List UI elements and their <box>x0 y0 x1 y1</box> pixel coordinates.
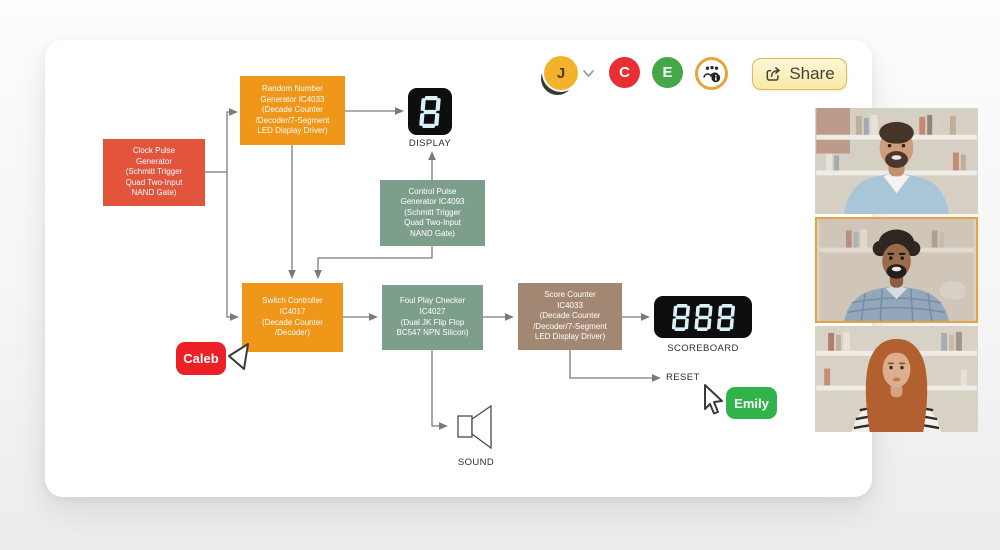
cursor-label-caleb: Caleb <box>176 342 226 375</box>
share-icon <box>766 67 781 81</box>
video-thumbnail-2-active[interactable] <box>815 217 978 323</box>
user-avatar[interactable]: J <box>544 56 578 90</box>
video-thumbnail-3[interactable] <box>815 326 978 432</box>
people-info-icon <box>702 65 720 82</box>
reset-label: RESET <box>666 372 700 383</box>
block-random-number-generator[interactable]: Random Number Generator IC4033 (Decade C… <box>240 76 345 145</box>
video-call-strip <box>815 108 978 435</box>
scoreboard-label: SCOREBOARD <box>667 343 739 354</box>
sound-label: SOUND <box>457 457 495 468</box>
cursor-pointer-caleb <box>228 343 249 370</box>
collaborators-info-button[interactable] <box>695 57 728 90</box>
video-thumbnail-1[interactable] <box>815 108 978 214</box>
block-foul-play-checker[interactable]: Foul Play Checker IC4027 (Dual JK Flip F… <box>382 285 483 350</box>
collaborator-avatar-c[interactable]: C <box>609 57 640 88</box>
chevron-down-icon[interactable] <box>582 69 595 78</box>
display-label: DISPLAY <box>408 138 452 149</box>
participant-3-video <box>816 326 977 432</box>
seven-segment-scoreboard[interactable] <box>654 296 752 338</box>
block-clock-pulse-generator[interactable]: Clock Pulse Generator (Schmitt Trigger Q… <box>103 139 205 206</box>
participant-1-video <box>816 108 977 214</box>
seven-segment-display[interactable] <box>408 88 452 135</box>
block-control-pulse-generator[interactable]: Control Pulse Generator IC4093 (Schmitt … <box>380 180 485 246</box>
whiteboard-canvas[interactable] <box>45 40 872 497</box>
block-switch-controller[interactable]: Switch Controller IC4017 (Decade Counter… <box>242 283 343 352</box>
share-button-label: Share <box>789 64 835 83</box>
share-button[interactable]: Share <box>752 58 847 90</box>
collaborator-avatar-e[interactable]: E <box>652 57 683 88</box>
participant-2-video <box>819 219 974 321</box>
cursor-label-emily: Emily <box>726 387 777 419</box>
cursor-pointer-emily <box>704 384 723 415</box>
block-score-counter[interactable]: Score Counter IC4033 (Decade Counter /De… <box>518 283 622 350</box>
